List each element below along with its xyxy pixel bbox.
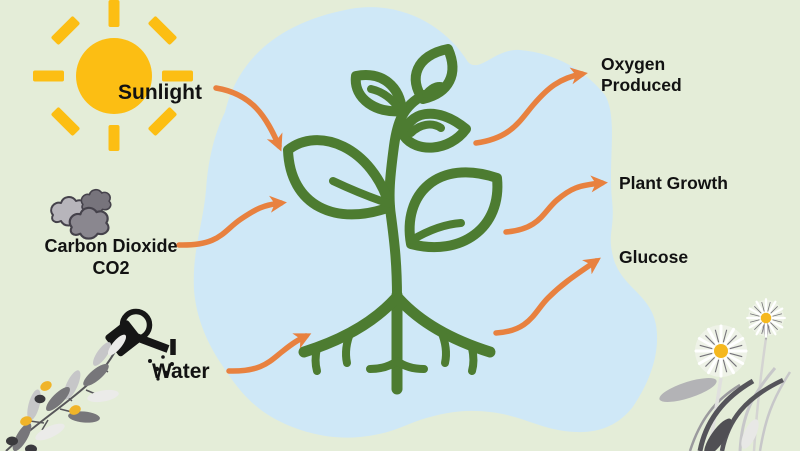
arrow-water-to-plant [226,333,312,374]
olive-branch [5,334,127,451]
water-label: Water [152,360,210,383]
oxygen-produced-label: Oxygen Produced [601,54,682,96]
plant-growth-label: Plant Growth [619,173,728,193]
background-blob [193,7,658,438]
dandelion-head-small [746,298,786,341]
oxygen-produced-label-line2: Produced [601,75,682,95]
arrow-plant-to-glucose [493,257,601,336]
water-drops [148,355,174,381]
carbon-dioxide-label: Carbon Dioxide CO2 [35,236,187,279]
plant-roots [298,289,496,395]
dandelion-flowers [659,298,792,451]
glucose-label: Glucose [619,247,689,267]
oxygen-produced-label-line1: Oxygen [601,54,666,74]
co2-clouds-icon [50,188,112,240]
arrow-sunlight-to-plant [213,85,283,152]
arrow-plant-to-growth [503,175,608,235]
sunlight-label: Sunlight [118,81,202,104]
dandelion-head-large [694,324,748,378]
plant-seedling-icon [283,44,503,395]
flow-arrows [176,67,608,374]
sun-icon [33,0,193,151]
carbon-dioxide-label-line2: CO2 [92,257,130,278]
arrow-co2-to-plant [176,195,287,248]
carbon-dioxide-label-line1: Carbon Dioxide [44,236,178,256]
arrow-plant-to-oxygen [473,67,588,146]
